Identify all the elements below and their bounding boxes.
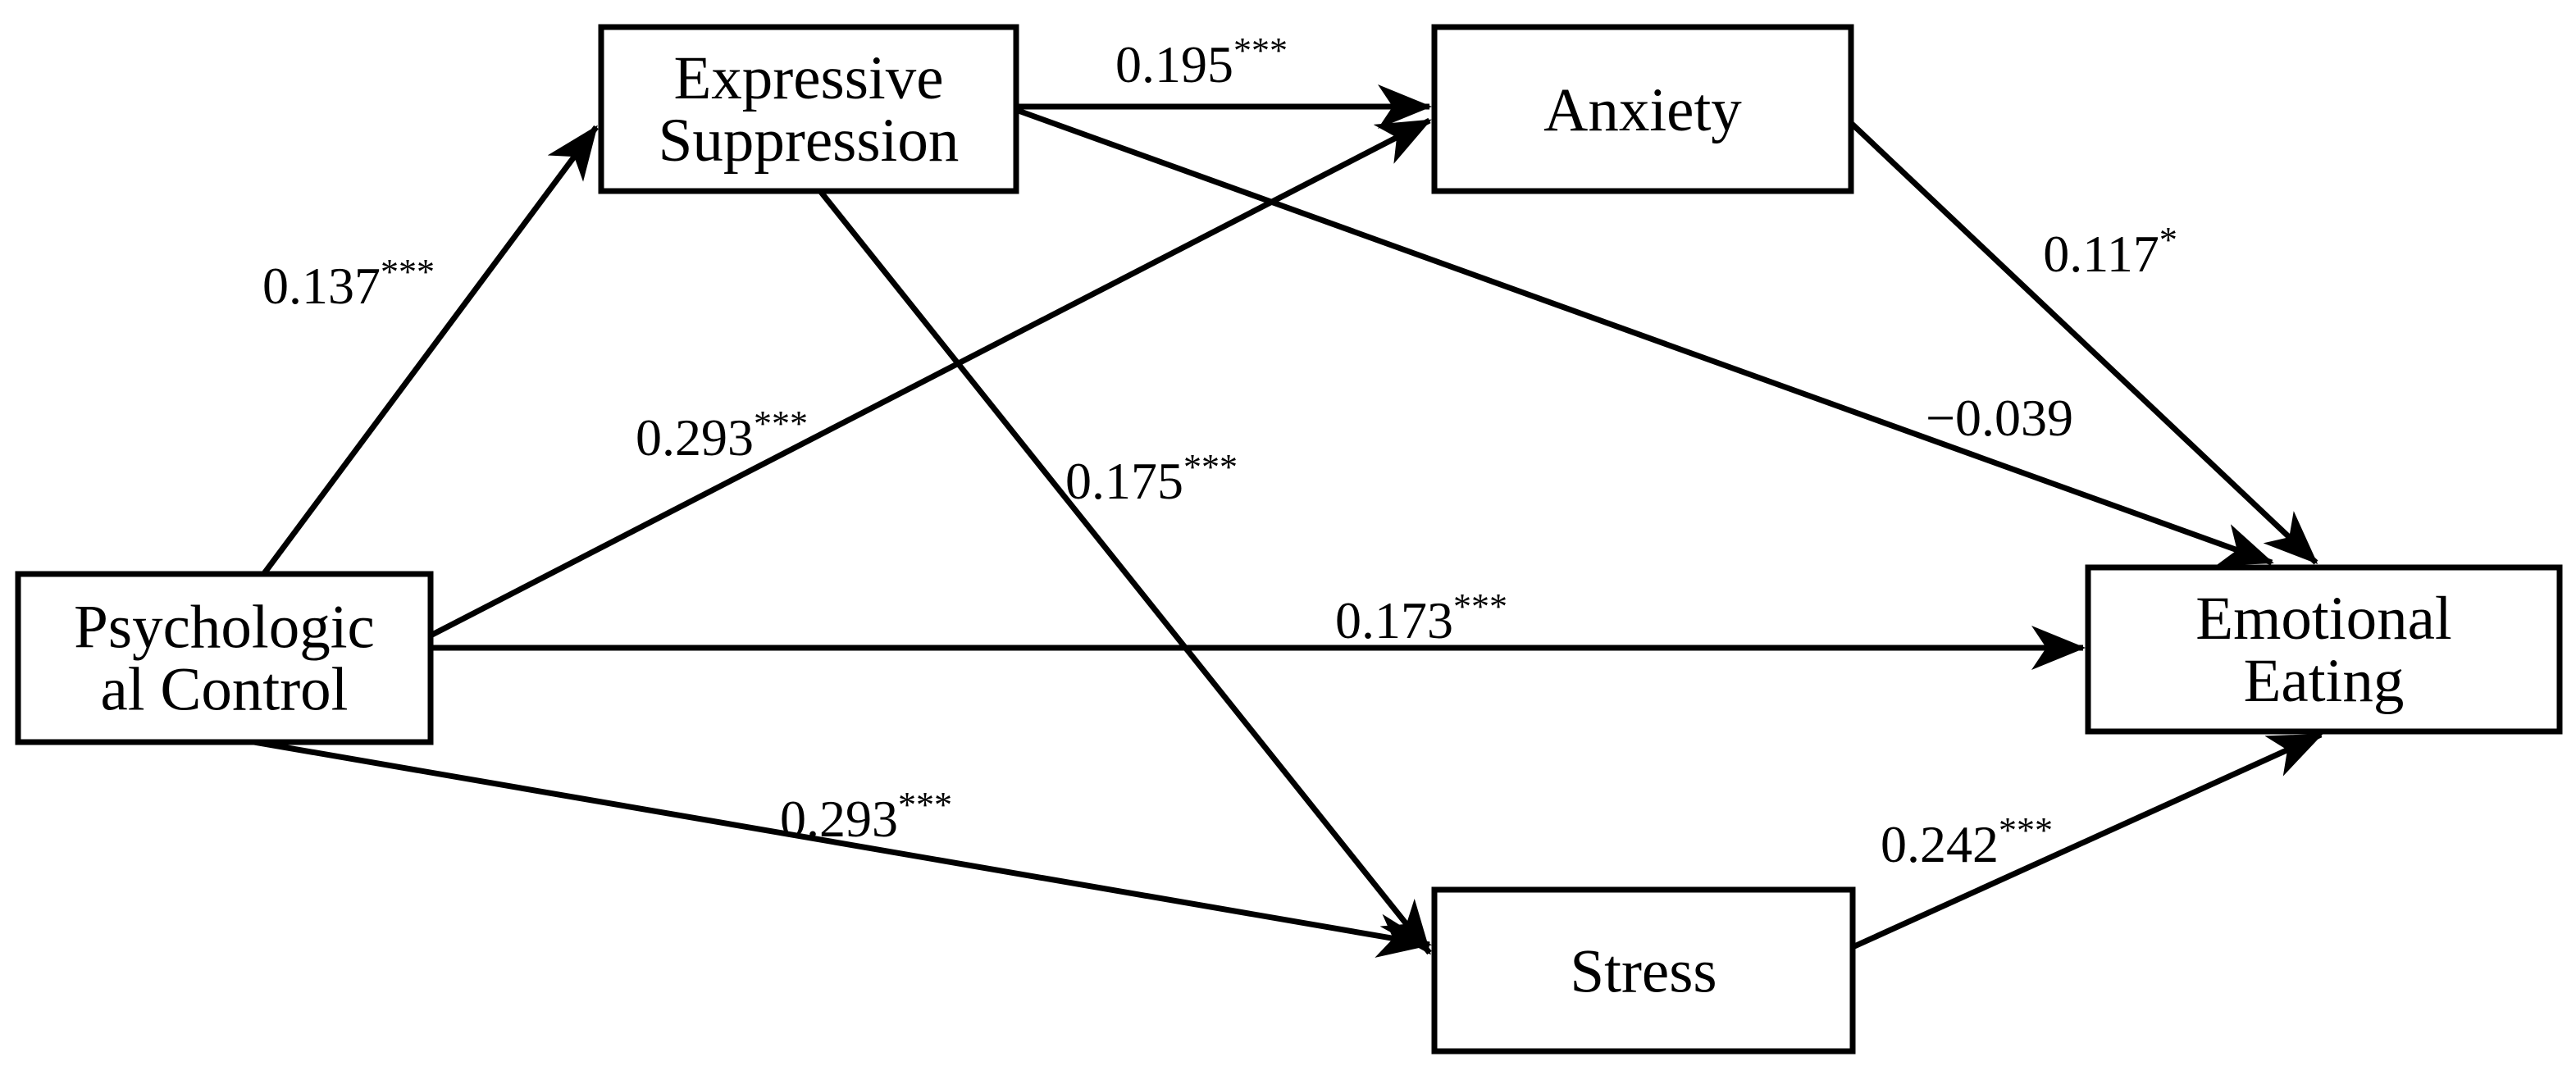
edge-pc-to-ax: 0.293*** bbox=[429, 117, 1432, 639]
edge-st-to-ee: 0.242*** bbox=[1851, 731, 2323, 950]
path-arrow-ax-to-ee bbox=[1849, 121, 2318, 565]
node-box-expressive-suppression bbox=[598, 24, 1019, 194]
path-coefficient-pc-to-ee: 0.173*** bbox=[1335, 586, 1507, 649]
node-label-anxiety: Anxiety bbox=[1543, 76, 1742, 144]
path-coefficient-st-to-ee: 0.242*** bbox=[1881, 810, 2053, 873]
node-label-stress: Stress bbox=[1570, 938, 1717, 1006]
node-label-line: Eating bbox=[2244, 647, 2405, 715]
significance-stars: *** bbox=[898, 785, 952, 825]
coefficient-value: −0.039 bbox=[1926, 389, 2073, 447]
edge-es-to-st: 0.175*** bbox=[818, 189, 1432, 955]
node-box-psychological-control bbox=[15, 571, 434, 745]
path-coefficient-pc-to-st: 0.293*** bbox=[780, 785, 952, 848]
edge-pc-to-ee: 0.173*** bbox=[431, 586, 2086, 670]
path-arrow-pc-to-st bbox=[253, 739, 1432, 958]
path-arrow-es-to-st bbox=[818, 189, 1432, 955]
node-box-stress bbox=[1431, 886, 1856, 1055]
node-label-line: al Control bbox=[100, 656, 348, 724]
coefficient-value: 0.173 bbox=[1335, 591, 1453, 649]
coefficient-value: 0.293 bbox=[636, 408, 754, 467]
node-label-line: Anxiety bbox=[1543, 76, 1742, 144]
significance-stars: *** bbox=[381, 252, 435, 292]
node-box-anxiety bbox=[1431, 24, 1854, 194]
node-label-line: Psychologic bbox=[74, 594, 375, 662]
coefficient-value: 0.293 bbox=[780, 790, 898, 848]
path-arrow-pc-to-es bbox=[260, 125, 599, 578]
edge-es-to-ee: −0.039 bbox=[1014, 107, 2274, 567]
edge-es-to-ax: 0.195*** bbox=[1016, 30, 1432, 129]
path-arrow-pc-to-ax bbox=[429, 117, 1432, 639]
significance-stars: *** bbox=[1453, 586, 1507, 626]
coefficient-value: 0.137 bbox=[262, 257, 381, 315]
coefficient-value: 0.242 bbox=[1881, 815, 1999, 873]
path-coefficient-es-to-ee: −0.039 bbox=[1926, 389, 2073, 447]
edge-ax-to-ee: 0.117* bbox=[1849, 121, 2318, 565]
edge-pc-to-st: 0.293*** bbox=[253, 739, 1432, 958]
significance-stars: *** bbox=[1233, 30, 1288, 71]
coefficient-value: 0.117 bbox=[2043, 225, 2159, 283]
node-anxiety: Anxiety bbox=[1431, 24, 1854, 194]
node-box-emotional-eating bbox=[2085, 564, 2563, 735]
significance-stars: *** bbox=[1183, 447, 1238, 487]
edge-pc-to-es: 0.137*** bbox=[260, 125, 599, 578]
significance-stars: *** bbox=[754, 403, 808, 444]
path-arrow-es-to-ee bbox=[1014, 107, 2274, 567]
path-arrow-st-to-ee bbox=[1851, 731, 2323, 950]
edges-layer: 0.137***0.195***0.293***−0.0390.175***0.… bbox=[253, 30, 2323, 958]
significance-stars: * bbox=[2159, 220, 2177, 260]
node-stress: Stress bbox=[1431, 886, 1856, 1055]
path-coefficient-pc-to-es: 0.137*** bbox=[262, 252, 435, 315]
coefficient-value: 0.175 bbox=[1065, 452, 1183, 510]
path-coefficient-ax-to-ee: 0.117* bbox=[2043, 220, 2177, 283]
node-label-line: Expressive bbox=[673, 44, 943, 112]
path-coefficient-pc-to-ax: 0.293*** bbox=[636, 403, 808, 467]
coefficient-value: 0.195 bbox=[1115, 35, 1233, 93]
node-label-line: Suppression bbox=[659, 107, 960, 175]
node-label-line: Emotional bbox=[2195, 585, 2451, 653]
node-label-line: Stress bbox=[1570, 938, 1717, 1006]
path-coefficient-es-to-ax: 0.195*** bbox=[1115, 30, 1288, 93]
significance-stars: *** bbox=[1999, 810, 2053, 850]
path-coefficient-es-to-st: 0.175*** bbox=[1065, 447, 1238, 510]
